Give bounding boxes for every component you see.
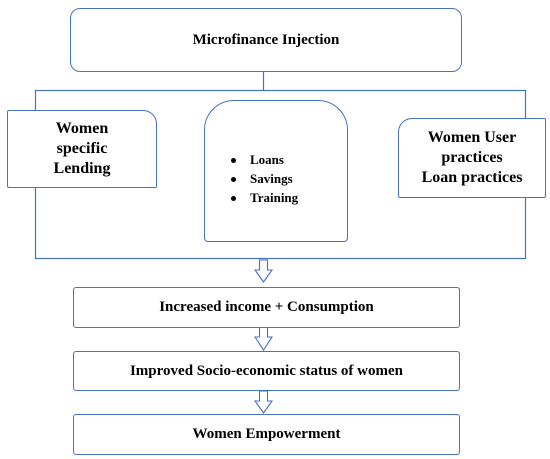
down-arrow-icon: [253, 259, 274, 283]
right-box-line: practices: [441, 149, 503, 166]
right-box-line: Women User: [427, 129, 517, 146]
bullet-icon: [231, 157, 236, 163]
microfinance-injection-label: Microfinance Injection: [192, 31, 340, 48]
improved-status-box: Improved Socio-economic status of women: [73, 351, 460, 391]
bullet-icon: [231, 176, 236, 182]
list-item: Savings: [231, 169, 298, 188]
down-arrow-icon: [253, 390, 274, 414]
list-item: Loans: [231, 150, 298, 169]
services-list: Loans Savings Training: [231, 150, 298, 207]
increased-income-box: Increased income + Consumption: [73, 287, 460, 328]
down-arrow-icon: [253, 326, 274, 352]
list-item-label: Savings: [250, 171, 293, 186]
women-empowerment-box: Women Empowerment: [73, 414, 460, 455]
increased-income-label: Increased income + Consumption: [159, 299, 374, 315]
right-box-line: Loan practices: [421, 169, 523, 186]
list-item-label: Loans: [250, 152, 284, 167]
left-box-line: Women: [55, 120, 109, 137]
left-box-line: specific: [56, 140, 108, 157]
improved-status-label: Improved Socio-economic status of women: [129, 362, 404, 379]
women-user-practices-box: Women User practices Loan practices: [398, 118, 546, 198]
women-specific-lending-box: Women specific Lending: [7, 110, 157, 188]
left-box-line: Lending: [53, 160, 111, 177]
list-item: Training: [231, 188, 298, 207]
women-empowerment-label: Women Empowerment: [192, 426, 341, 442]
microfinance-injection-box: Microfinance Injection: [70, 8, 462, 72]
list-item-label: Training: [250, 190, 299, 205]
services-box: Loans Savings Training: [204, 100, 348, 242]
bullet-icon: [231, 195, 236, 201]
